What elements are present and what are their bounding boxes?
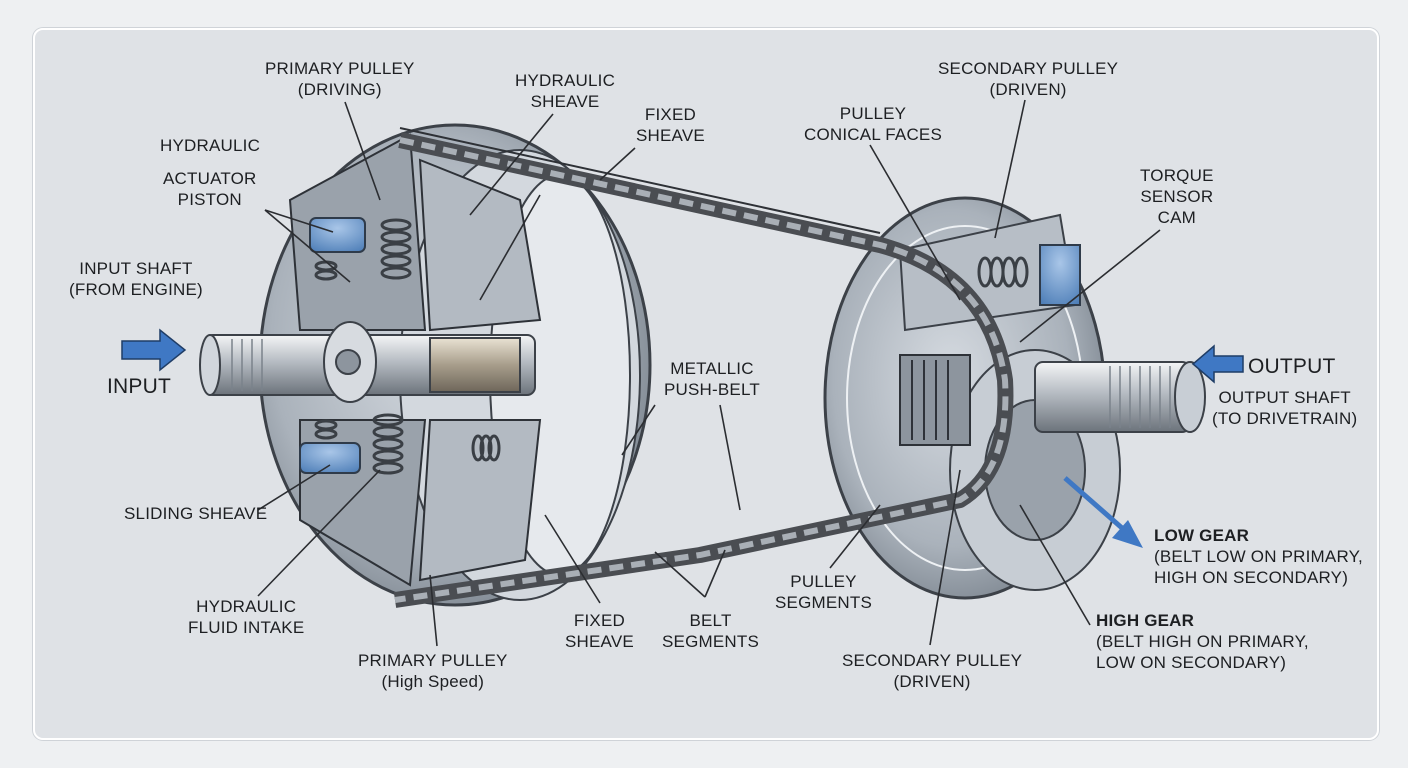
label-secondary-pulley-driven-top: SECONDARY PULLEY(DRIVEN)	[938, 59, 1119, 99]
push-belt	[393, 127, 1014, 608]
input-shaft	[199, 321, 536, 403]
output-arrow	[1191, 344, 1244, 384]
label-sliding-sheave: SLIDING SHEAVE	[124, 504, 268, 523]
label-output: OUTPUT	[1248, 355, 1336, 378]
label-output-shaft: OUTPUT SHAFT(TO DRIVETRAIN)	[1212, 388, 1358, 428]
label-high-gear: HIGH GEAR (BELT HIGH ON PRIMARY,LOW ON S…	[1096, 611, 1309, 672]
leader-lines	[257, 99, 1161, 647]
input-arrow	[121, 328, 187, 372]
label-input-shaft: INPUT SHAFT(FROM ENGINE)	[69, 259, 203, 299]
label-primary-pulley-driving: PRIMARY PULLEY(DRIVING)	[265, 59, 415, 99]
label-hydraulic: HYDRAULIC	[160, 136, 261, 155]
low-gear-arrow	[1063, 476, 1143, 548]
label-secondary-pulley-driven-bottom: SECONDARY PULLEY(DRIVEN)	[842, 651, 1023, 691]
label-low-gear: LOW GEAR (BELT LOW ON PRIMARY,HIGH ON SE…	[1154, 526, 1363, 587]
secondary-pulley	[823, 196, 1121, 600]
label-primary-pulley-high-speed: PRIMARY PULLEY(High Speed)	[358, 651, 508, 691]
label-input: INPUT	[107, 375, 171, 398]
output-shaft	[1034, 361, 1206, 433]
